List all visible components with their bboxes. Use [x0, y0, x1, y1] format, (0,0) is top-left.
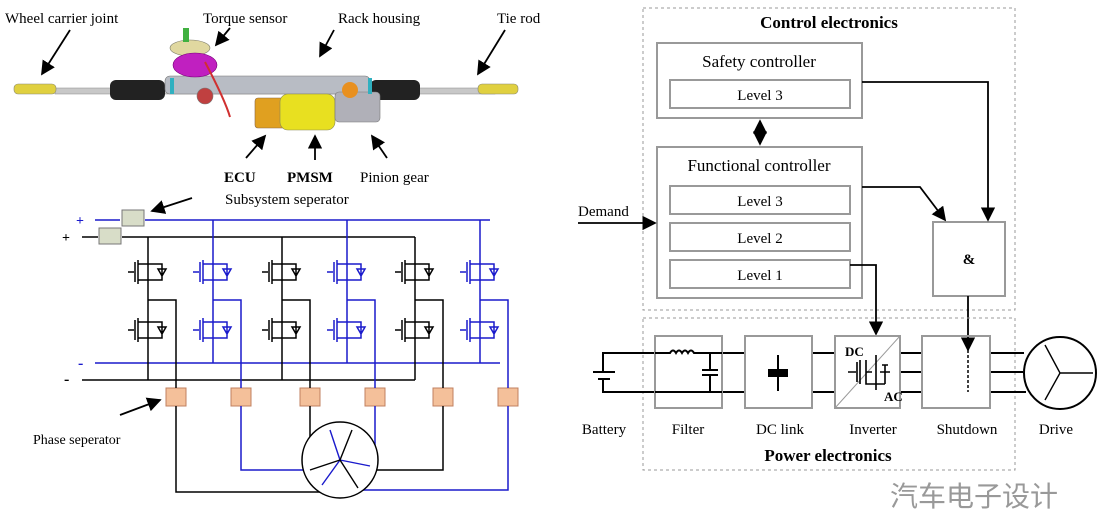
phase-separator	[497, 387, 519, 407]
demand-label: Demand	[578, 204, 629, 220]
power-lines	[593, 352, 1026, 393]
mosfet-pair	[128, 237, 168, 380]
blue-plus: +	[76, 214, 84, 229]
safety-controller-title: Safety controller	[702, 52, 816, 71]
bellows-left	[110, 80, 165, 100]
dc-link-block	[744, 335, 813, 409]
blue-minus: -	[78, 355, 83, 372]
label-subsystem-separator: Subsystem seperator	[225, 192, 349, 208]
phase-wire	[345, 299, 509, 491]
half-bridge-leg	[128, 237, 325, 493]
mosfet-pair	[193, 220, 233, 363]
half-bridge-leg	[360, 237, 454, 471]
safety-level-box	[669, 79, 851, 109]
subsystem-separator-black	[98, 227, 122, 245]
phase-separator	[165, 387, 187, 407]
shutdown-block	[921, 335, 991, 409]
watermark: 汽车电子设计	[890, 480, 1058, 513]
phase-wire	[360, 299, 444, 471]
control-electronics-title: Control electronics	[760, 13, 898, 32]
inverter-ac-label: AC	[884, 389, 903, 404]
control-electronics-boundary	[642, 7, 1016, 311]
mosfet-pair	[395, 237, 435, 380]
label-filter: Filter	[672, 422, 705, 438]
label-dc-link: DC link	[756, 422, 804, 438]
mosfet-pair	[327, 220, 367, 363]
inverter-block: DC AC	[834, 335, 903, 409]
drive-motor-symbol	[1023, 336, 1097, 410]
phase-separator	[364, 387, 386, 407]
functional-controller: Functional controller Level 3 Level 2 Le…	[656, 146, 863, 299]
phase-separator	[299, 387, 321, 407]
mosfet-pair	[262, 237, 302, 380]
inverter-dc-label: DC	[845, 344, 864, 359]
functional-level-3: Level 3	[737, 194, 782, 210]
black-plus: +	[62, 231, 70, 246]
safety-level-3: Level 3	[737, 88, 782, 104]
power-electronics-boundary	[642, 317, 1016, 471]
bellows-right	[370, 80, 420, 100]
and-gate-box	[932, 221, 1006, 297]
label-battery: Battery	[582, 422, 627, 438]
black-minus: -	[64, 371, 69, 388]
and-gate-label: &	[963, 252, 976, 268]
label-phase-separator: Phase seperator	[33, 433, 121, 448]
mosfet-pair	[460, 220, 500, 363]
half-bridge-leg	[327, 220, 386, 461]
half-bridge-leg	[193, 220, 330, 471]
rack-label-arrows	[41, 27, 506, 416]
phase-wire	[148, 299, 325, 493]
safety-controller: Safety controller Level 3	[656, 42, 863, 119]
label-torque-sensor: Torque sensor	[203, 11, 287, 27]
label-drive: Drive	[1039, 422, 1073, 438]
label-rack-housing: Rack housing	[338, 11, 421, 27]
half-bridge-leg	[345, 220, 519, 491]
power-electronics-title: Power electronics	[764, 446, 892, 465]
steering-rack-illustration	[13, 28, 519, 131]
dual-inverter-circuit: + + - -	[62, 209, 519, 499]
label-wheel-carrier-joint: Wheel carrier joint	[5, 11, 119, 27]
label-ecu: ECU	[224, 170, 256, 186]
label-pinion-gear: Pinion gear	[360, 170, 429, 186]
filter-block	[654, 335, 723, 409]
functional-level-2: Level 2	[737, 231, 782, 247]
phase-wire	[213, 299, 330, 471]
functional-level-1: Level 1	[737, 268, 782, 284]
control-signal-arrows	[578, 81, 996, 352]
phase-separator	[432, 387, 454, 407]
subsystem-separator-blue	[121, 209, 145, 227]
phase-separator	[230, 387, 252, 407]
label-inverter: Inverter	[849, 422, 896, 438]
label-pmsm: PMSM	[287, 170, 333, 186]
label-shutdown: Shutdown	[937, 422, 998, 438]
functional-controller-title: Functional controller	[687, 156, 830, 175]
label-tie-rod: Tie rod	[497, 11, 541, 27]
